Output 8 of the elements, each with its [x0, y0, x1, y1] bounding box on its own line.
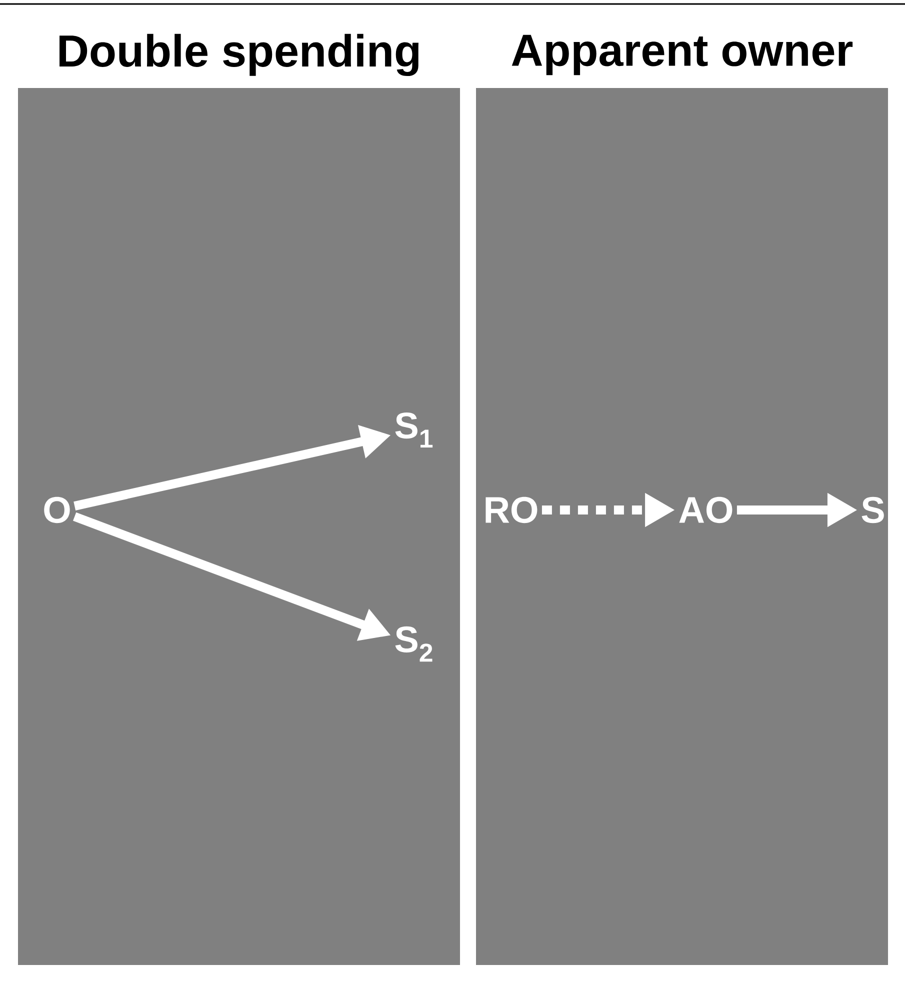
node-label: RO [486, 496, 538, 524]
node-label: O [44, 496, 70, 524]
node-label: Double spending [60, 34, 418, 76]
node-label: S$_{1}$ [395, 412, 433, 448]
node-label: S$_{2}$ [395, 626, 432, 662]
node-label: Apparent owner [512, 34, 853, 76]
node-label: S [862, 496, 884, 524]
node-label: AO [679, 496, 732, 524]
